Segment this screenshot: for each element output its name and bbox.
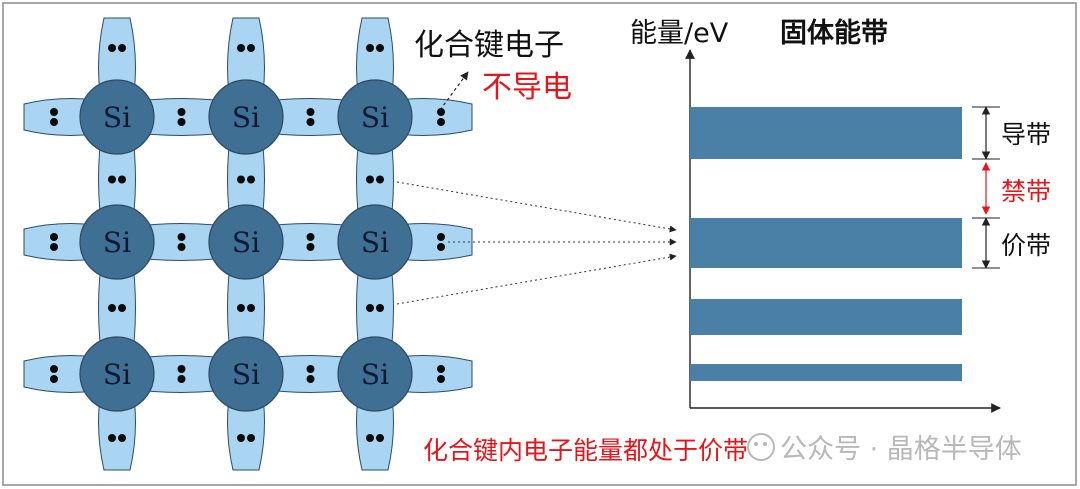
- electron: [437, 243, 445, 251]
- electron: [237, 304, 245, 312]
- silicon-atom-label: Si: [232, 226, 260, 259]
- silicon-atom: [208, 79, 284, 155]
- electron: [108, 434, 116, 442]
- silicon-atom: [337, 79, 413, 155]
- forbidden-band-label: 禁带: [1001, 177, 1051, 206]
- electron: [50, 233, 58, 241]
- electron: [437, 118, 445, 126]
- electron: [306, 118, 315, 126]
- silicon-atom-label: Si: [361, 358, 389, 391]
- mapping-arrow-bottom: [396, 253, 677, 305]
- conduction-band-bar: [690, 107, 962, 159]
- electron: [50, 243, 58, 251]
- electron: [50, 365, 58, 373]
- electron: [247, 44, 255, 52]
- electron: [437, 233, 445, 241]
- silicon-atom: [79, 79, 155, 155]
- wechat-icon: [747, 433, 775, 461]
- electron: [108, 304, 116, 312]
- watermark-text: 公众号 · 晶格半导体: [780, 434, 1022, 465]
- silicon-atom: [337, 336, 413, 412]
- electron: [177, 243, 186, 251]
- electron: [366, 434, 374, 442]
- electron: [306, 108, 315, 116]
- electron: [376, 44, 384, 52]
- silicon-atom-label: Si: [232, 358, 260, 391]
- electron: [306, 233, 315, 241]
- electron: [306, 375, 315, 383]
- electron: [177, 108, 186, 116]
- wechat-icon-dot-left: [754, 442, 758, 446]
- electron: [247, 175, 255, 184]
- electron: [177, 365, 186, 373]
- electron: [237, 44, 245, 52]
- electron: [118, 434, 126, 442]
- electron: [237, 175, 245, 184]
- electron: [108, 175, 116, 184]
- wechat-icon-dot-right: [763, 442, 767, 446]
- silicon-atom-label: Si: [232, 101, 260, 134]
- electron: [50, 108, 58, 116]
- silicon-atom-label: Si: [103, 101, 131, 134]
- bond-electrons-label: 化合键电子: [414, 28, 564, 63]
- silicon-atom-label: Si: [361, 226, 389, 259]
- electron: [376, 434, 384, 442]
- electron: [437, 108, 445, 116]
- electron: [247, 304, 255, 312]
- electron: [177, 233, 186, 241]
- electron: [366, 175, 374, 184]
- electron: [118, 304, 126, 312]
- electron: [376, 175, 384, 184]
- electron: [366, 304, 374, 312]
- electron: [247, 434, 255, 442]
- valence-band-bar: [690, 218, 962, 268]
- electron: [306, 365, 315, 373]
- silicon-atom-label: Si: [103, 358, 131, 391]
- electron: [177, 375, 186, 383]
- electron-pairs-layer: [50, 44, 445, 442]
- electron: [118, 175, 126, 184]
- silicon-atom-label: Si: [361, 101, 389, 134]
- silicon-atom: [208, 336, 284, 412]
- lower-band-bar-1: [690, 299, 962, 335]
- mapping-arrow-top: [396, 181, 677, 233]
- electron: [437, 375, 445, 383]
- electron: [376, 304, 384, 312]
- electron: [108, 44, 116, 52]
- silicon-atom: [337, 204, 413, 280]
- electron: [177, 118, 186, 126]
- silicon-atom: [79, 204, 155, 280]
- silicon-atom-label: Si: [103, 226, 131, 259]
- non-conductive-label: 不导电: [482, 70, 572, 105]
- bottom-note-label: 化合键内电子能量都处于价带: [423, 436, 748, 465]
- energy-axis-label: 能量/eV: [630, 18, 729, 49]
- electron: [306, 243, 315, 251]
- watermark: 公众号 · 晶格半导体: [747, 433, 1022, 465]
- silicon-atom: [208, 204, 284, 280]
- conduction-band-label: 导带: [1001, 120, 1051, 149]
- valence-band-label: 价带: [1001, 231, 1051, 260]
- electron: [50, 118, 58, 126]
- solid-bands-title: 固体能带: [780, 17, 888, 49]
- annotation-pointer-arrow: [439, 71, 469, 111]
- lower-band-bar-2: [690, 364, 962, 381]
- electron: [237, 434, 245, 442]
- silicon-atom: [79, 336, 155, 412]
- electron: [118, 44, 126, 52]
- electron: [366, 44, 374, 52]
- electron: [437, 365, 445, 373]
- electron: [50, 375, 58, 383]
